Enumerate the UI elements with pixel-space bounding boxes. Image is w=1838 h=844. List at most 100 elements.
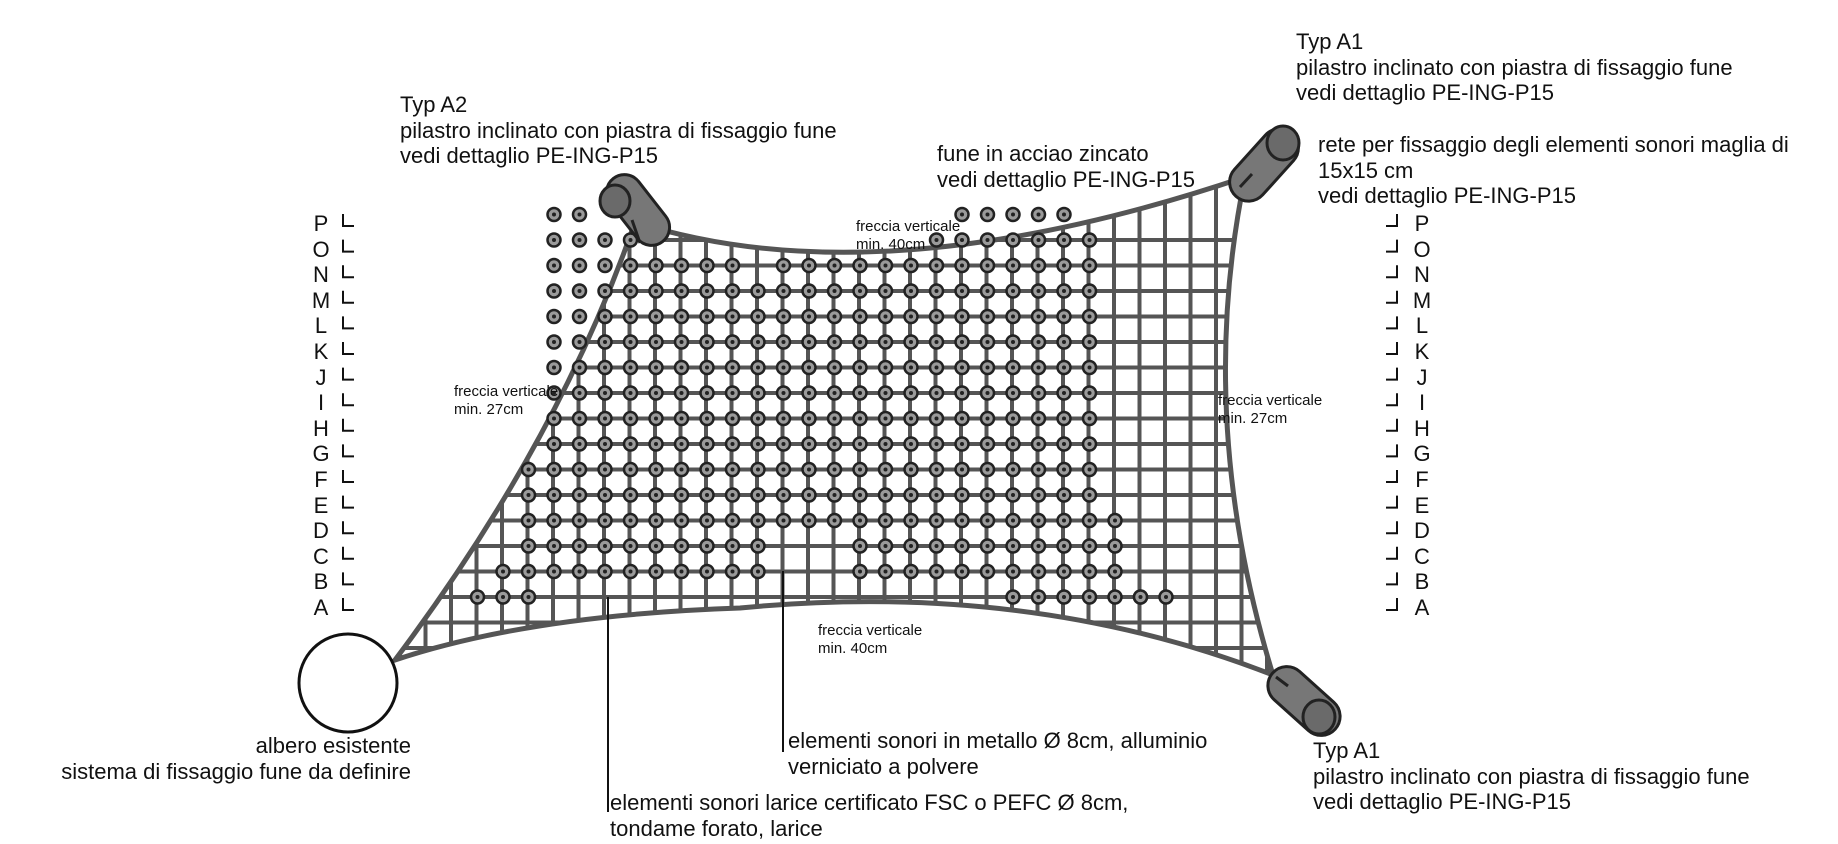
sound-element-hole: [807, 416, 811, 421]
sound-element-hole: [730, 263, 735, 268]
sound-element-hole: [858, 340, 862, 344]
sound-element-hole: [705, 314, 709, 319]
sound-element-hole: [1036, 391, 1041, 395]
sound-element-hole: [577, 493, 582, 497]
sound-element-hole: [1011, 595, 1015, 599]
row-tick-left: [342, 367, 354, 381]
row-label-left-a: A: [313, 595, 329, 620]
sound-element-hole: [883, 544, 888, 548]
sound-element-hole: [730, 518, 735, 523]
sound-element-hole: [883, 518, 888, 523]
row-label-left-i: I: [317, 390, 325, 416]
row-tick-right: [1386, 521, 1398, 535]
sound-element-hole: [654, 442, 658, 446]
row-label-left-p: P: [313, 211, 329, 236]
row-tick-right: [1386, 598, 1398, 611]
sound-element-hole: [628, 442, 633, 446]
row-label-right-i: I: [1418, 390, 1426, 416]
sound-element-hole: [526, 467, 531, 472]
sound-element-hole: [1036, 340, 1041, 344]
sound-element-hole: [628, 569, 633, 574]
sound-element-hole: [552, 569, 556, 574]
row-tick-left: [342, 239, 354, 253]
sound-element-hole: [1087, 391, 1092, 395]
sound-element-hole: [654, 416, 658, 421]
sound-element-hole: [603, 518, 607, 523]
sound-element-hole: [985, 238, 990, 242]
sound-element-hole: [858, 365, 862, 370]
sound-element-hole: [985, 467, 990, 472]
sound-element-hole: [1062, 263, 1066, 268]
sound-element-hole: [552, 493, 556, 497]
row-label-left-g: G: [312, 441, 330, 467]
sound-element-hole: [552, 416, 556, 421]
sound-element-hole: [1062, 391, 1066, 395]
sound-element-hole: [960, 314, 964, 319]
sound-element-hole: [603, 493, 607, 497]
sound-element-hole: [1036, 595, 1041, 599]
row-tick-right: [1386, 265, 1398, 279]
sound-element-hole: [679, 340, 684, 344]
sound-element-hole: [628, 365, 633, 370]
sound-element-hole: [603, 544, 607, 548]
sound-element-hole: [1011, 263, 1015, 268]
sound-element-hole: [934, 518, 939, 523]
sound-element-hole: [960, 442, 964, 446]
sound-element-hole: [1087, 416, 1092, 421]
row-tick-left: [342, 521, 354, 535]
sound-element-hole: [756, 467, 760, 472]
sound-element-hole: [577, 289, 582, 293]
sound-element-hole: [679, 442, 684, 446]
sound-element-hole: [1062, 544, 1066, 548]
sound-element-hole: [1011, 340, 1015, 344]
row-tick-left: [342, 470, 354, 483]
sound-element-hole: [832, 289, 837, 293]
sound-element-hole: [501, 569, 505, 574]
label-metallo: elementi sonori in metallo Ø 8cm, allumi…: [788, 728, 1208, 779]
sound-element-hole: [730, 391, 735, 395]
sound-element-hole: [781, 442, 786, 446]
row-tick-right: [1386, 546, 1398, 560]
sound-element-hole: [577, 442, 582, 446]
sound-element-hole: [934, 544, 939, 548]
sound-element-hole: [1087, 238, 1092, 242]
row-label-left-n: N: [313, 262, 329, 288]
row-tick-right: [1386, 239, 1398, 253]
sound-element-hole: [909, 365, 913, 370]
sound-element-hole: [628, 467, 633, 472]
sound-element-hole: [526, 544, 531, 548]
row-tick-left: [342, 265, 354, 279]
row-label-right-b: B: [1414, 569, 1430, 595]
sound-element-hole: [628, 263, 633, 268]
row-tick-left: [342, 546, 354, 560]
sound-element-hole: [705, 442, 709, 446]
sound-element-hole: [705, 391, 709, 395]
sound-element-hole: [705, 416, 709, 421]
sound-element-hole: [1011, 467, 1015, 472]
sound-element-hole: [730, 365, 735, 370]
sound-element-hole: [526, 595, 531, 599]
sound-element-hole: [552, 263, 556, 268]
sound-element-hole: [807, 391, 811, 395]
sound-element-hole: [603, 416, 607, 421]
sound-element-hole: [985, 263, 990, 268]
sound-element-hole: [781, 340, 786, 344]
sound-element-hole: [705, 493, 709, 497]
sound-element-hole: [832, 314, 837, 319]
row-label-right-n: N: [1414, 262, 1430, 288]
sound-element-hole: [1087, 442, 1092, 446]
row-label-right-g: G: [1413, 441, 1431, 467]
sound-element-hole: [526, 569, 531, 574]
sound-element-hole: [1036, 467, 1041, 472]
sound-element-hole: [960, 544, 964, 548]
sound-element-hole: [730, 416, 735, 421]
sound-element-hole: [1113, 595, 1117, 599]
sound-element-hole: [858, 493, 862, 497]
sound-element-hole: [909, 263, 913, 268]
sound-element-hole: [1036, 442, 1041, 446]
sound-element-hole: [1036, 314, 1041, 319]
sound-element-hole: [832, 263, 837, 268]
